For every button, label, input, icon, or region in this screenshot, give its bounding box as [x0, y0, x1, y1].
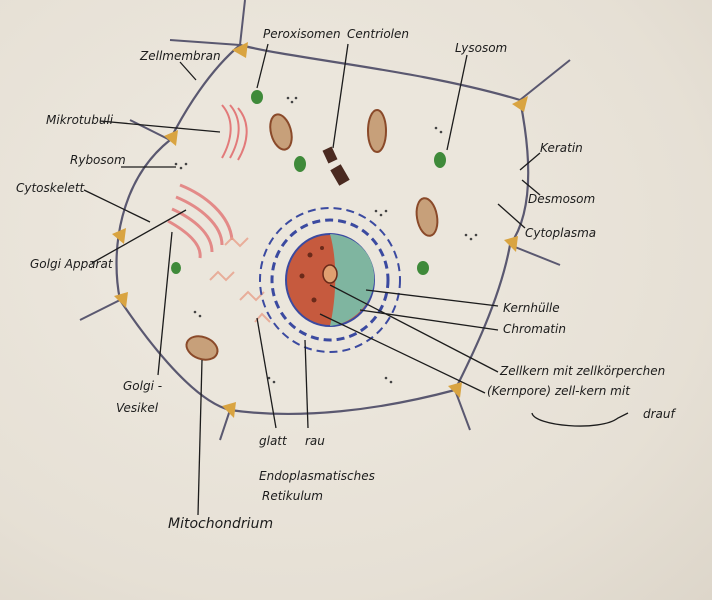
line-zellkern: [329, 284, 499, 373]
label-zellkern-line2: (Kernpore) zell-kern mit: [487, 384, 631, 398]
label-zellmembran: Zellmembran: [139, 49, 221, 63]
centriole: [322, 146, 350, 186]
line-peroxisomen: [256, 43, 269, 89]
nucleus: [285, 233, 375, 327]
line-glatt: [256, 317, 277, 429]
line-mitochondrium: [197, 359, 203, 516]
label-centriolen: Centriolen: [347, 27, 409, 41]
label-golgi-apparat: Golgi Apparat: [30, 257, 114, 271]
label-desmosom: Desmosom: [528, 192, 595, 206]
label-rau: rau: [305, 434, 325, 448]
label-cytoskelett: Cytoskelett: [16, 181, 86, 195]
label-peroxisomen: Peroxisomen: [263, 27, 341, 41]
line-mikrotubuli: [99, 120, 221, 133]
line-kernpore: [319, 313, 486, 394]
label-er-line2: Retikulum: [262, 489, 323, 503]
label-zellkern-line1: Zellkern mit zellkörperchen: [499, 364, 665, 378]
label-chromatin: Chromatin: [503, 322, 566, 336]
line-rau: [304, 339, 309, 429]
mitochondria: [185, 109, 439, 361]
peroxisomes: [171, 90, 446, 275]
line-chromatin: [359, 309, 499, 331]
line-golgi-vesikel: [157, 231, 173, 376]
label-kernhuelle: Kernhülle: [503, 301, 560, 315]
ribosomes: [174, 96, 478, 384]
label-mikrotubuli: Mikrotubuli: [46, 113, 114, 127]
line-cytoskelett: [83, 189, 151, 223]
line-cytoplasma: [497, 203, 526, 229]
label-glatt: glatt: [259, 434, 288, 448]
label-rybosom: Rybosom: [70, 153, 126, 167]
line-centriolen: [332, 43, 349, 149]
label-drauf: drauf: [643, 407, 677, 421]
rough-er: [259, 207, 401, 353]
label-cytoplasma: Cytoplasma: [525, 226, 596, 240]
line-golgi-apparat: [91, 209, 187, 264]
label-golgi-vesikel-2: Vesikel: [116, 401, 159, 415]
label-keratin: Keratin: [540, 141, 583, 155]
line-zellmembran: [179, 61, 197, 81]
bracket-drauf: [531, 412, 629, 427]
leader-lines: [83, 43, 629, 516]
label-lysosom: Lysosom: [455, 41, 507, 55]
microtubules: [221, 104, 248, 161]
line-kernhuelle: [365, 289, 499, 307]
label-er-line1: Endoplasmatisches: [259, 469, 375, 483]
desmosomes: [112, 42, 528, 418]
golgi-apparatus: [167, 183, 234, 259]
line-desmosom: [521, 179, 541, 196]
label-golgi-vesikel-1: Golgi -: [123, 379, 162, 393]
line-lysosom: [446, 54, 468, 151]
neighbor-membrane: [79, 0, 571, 441]
label-mitochondrium: Mitochondrium: [168, 516, 273, 532]
line-keratin: [519, 152, 541, 171]
cell-membrane: [115, 43, 530, 416]
